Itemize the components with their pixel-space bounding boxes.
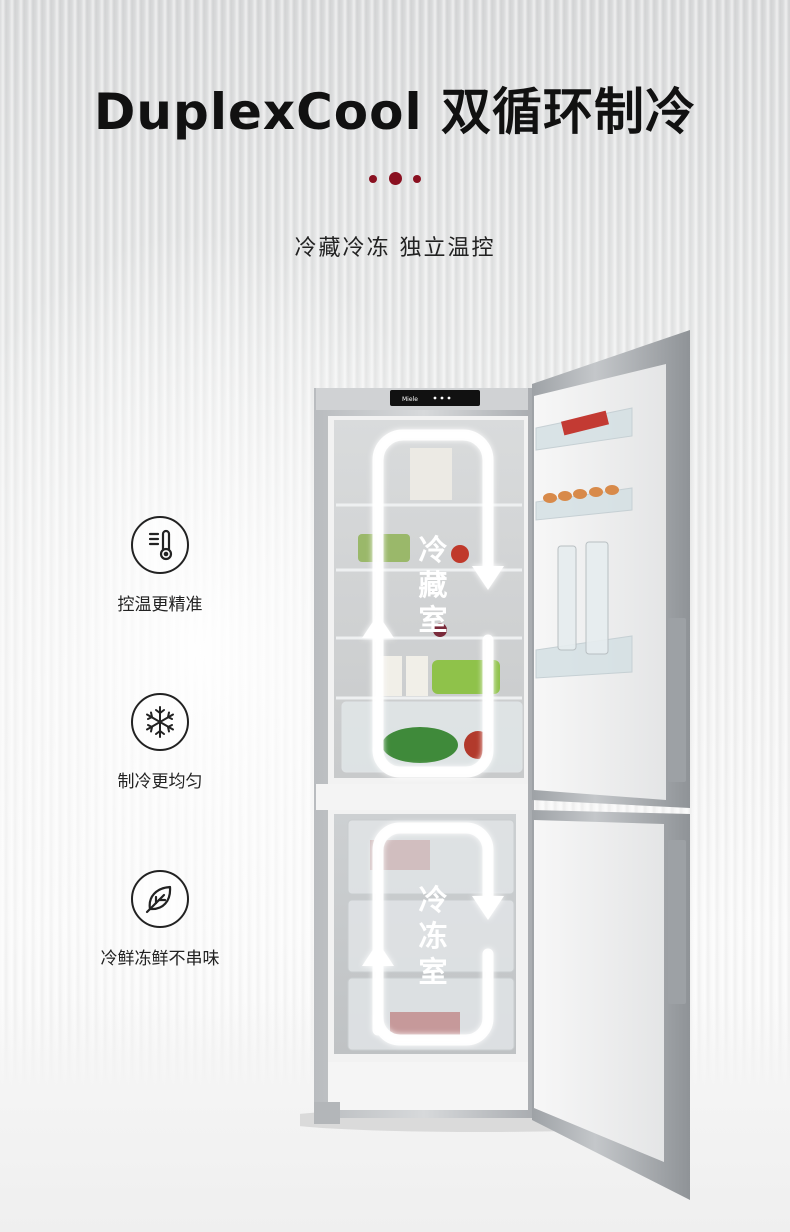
freezer-label-char: 室 xyxy=(418,955,447,989)
food-jar xyxy=(406,656,428,696)
thermometer-icon xyxy=(131,516,189,574)
freezer-label-char: 冷 xyxy=(418,883,447,917)
fridge-label-char: 藏 xyxy=(418,568,447,602)
freezer-door-inner xyxy=(534,820,664,1162)
door-item-bottle xyxy=(560,410,610,436)
freezer-door-handle xyxy=(668,840,686,1004)
fridge-circulation-arrow xyxy=(362,429,504,778)
compartment-divider xyxy=(316,784,528,810)
feature-label: 控温更精准 xyxy=(117,595,203,615)
food-grapes xyxy=(433,623,447,637)
fridge-foot xyxy=(314,1102,340,1124)
door-item-bottle xyxy=(585,541,609,655)
page-title: DuplexCool 双循环制冷 xyxy=(93,83,697,141)
feature-even-cooling: 制冷更均匀 xyxy=(85,693,235,792)
divider-dot xyxy=(369,175,377,183)
control-indicator xyxy=(440,396,444,400)
fridge-illustration: Miele xyxy=(300,330,690,1200)
food-box xyxy=(410,448,452,500)
food-vegetables xyxy=(382,727,458,763)
feature-precise-temperature: 控温更精准 xyxy=(85,516,235,615)
freezer-circulation-arrow xyxy=(362,822,504,1046)
feature-label: 制冷更均匀 xyxy=(117,772,203,792)
fridge-label-char: 室 xyxy=(418,603,447,637)
fridge-label-char: 冷 xyxy=(418,533,447,567)
control-indicator xyxy=(447,396,451,400)
food-jar xyxy=(380,656,402,696)
food-tomato xyxy=(451,545,469,563)
leaf-icon xyxy=(131,870,189,928)
plinth xyxy=(328,1062,528,1110)
freezer-label-char: 冻 xyxy=(418,919,447,953)
snowflake-icon xyxy=(131,693,189,751)
door-item-bottle xyxy=(557,545,577,651)
feature-no-odor-mixing: 冷鲜冻鲜不串味 xyxy=(85,870,235,969)
divider-dot xyxy=(389,172,402,185)
feature-label: 冷鲜冻鲜不串味 xyxy=(100,949,220,969)
control-indicator xyxy=(433,396,437,400)
page-subtitle: 冷藏冷冻 独立温控 xyxy=(294,236,496,261)
door-handle xyxy=(668,618,686,782)
door-item-eggs xyxy=(543,485,619,503)
brand-logo: Miele xyxy=(402,396,418,403)
food-container xyxy=(358,534,410,562)
title-divider-dots xyxy=(369,172,421,186)
divider-dot xyxy=(413,175,421,183)
